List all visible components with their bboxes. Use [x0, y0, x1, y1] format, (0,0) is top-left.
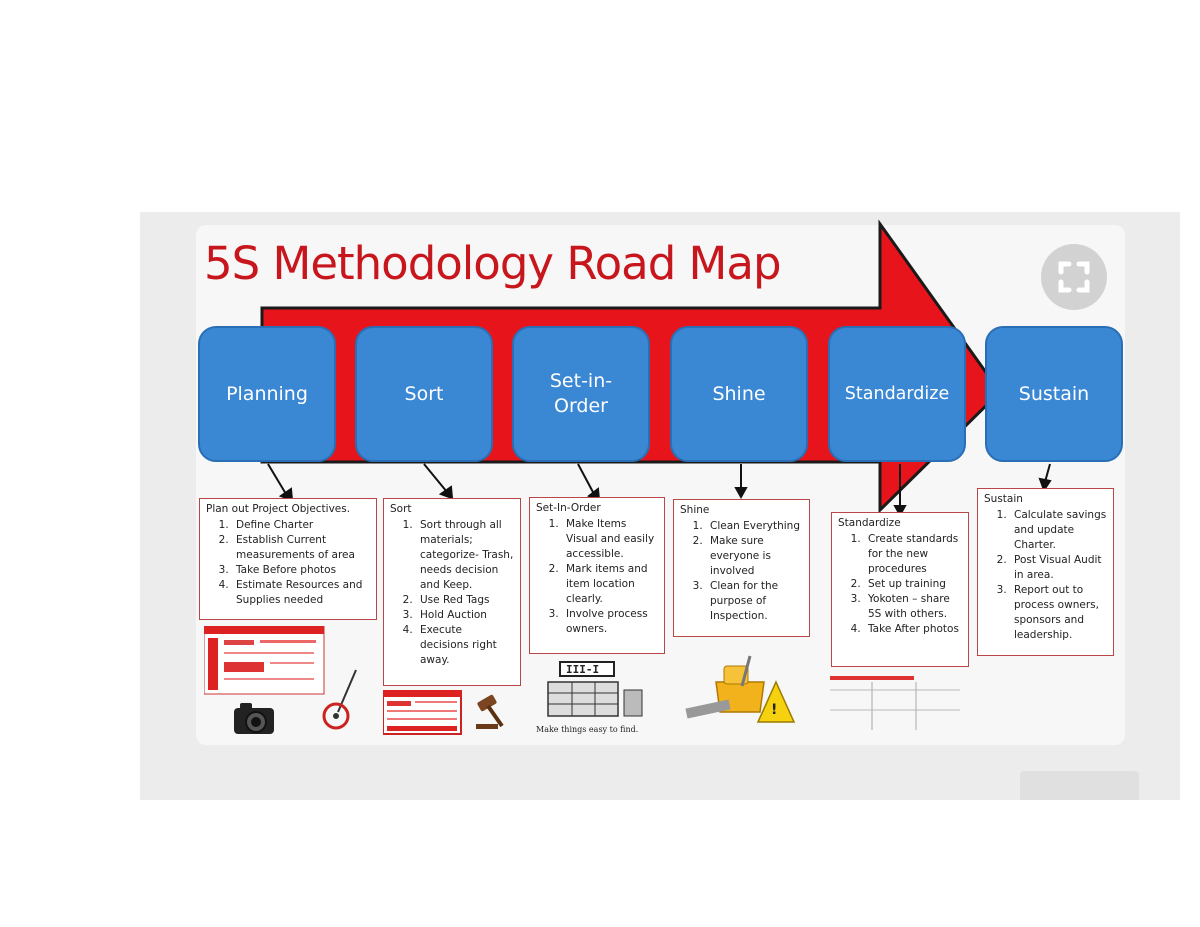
more-tab[interactable]	[1020, 771, 1139, 800]
list-item: Estimate Resources and Supplies needed	[232, 578, 370, 608]
list-item: Calculate savings and update Charter.	[1010, 508, 1107, 553]
box-heading: Set-In-Order	[536, 502, 601, 514]
red-tag-form-thumbnail	[383, 690, 462, 735]
charter-form-thumbnail	[204, 626, 325, 695]
list-item: Involve process owners.	[562, 607, 658, 637]
list-item: Execute decisions right away.	[416, 623, 514, 668]
list-item: Create standards for the new procedures	[864, 532, 962, 577]
box-planning: Plan out Project Objectives. Define Char…	[199, 498, 377, 620]
illustration-caption: Make things easy to find.	[536, 725, 639, 734]
box-sort: Sort Sort through all materials; categor…	[383, 498, 521, 686]
list-item: Hold Auction	[416, 608, 514, 623]
measuring-wheel-icon	[322, 669, 357, 730]
wet-floor-sign-icon: !	[756, 680, 796, 723]
step-sustain: Sustain	[985, 326, 1123, 462]
step-shine: Shine	[670, 326, 808, 462]
list-item: Clean Everything	[706, 519, 803, 534]
box-sustain: Sustain Calculate savings and update Cha…	[977, 488, 1114, 656]
list-item: Mark items and item location clearly.	[562, 562, 658, 607]
cleaning-supplies-icon	[685, 655, 765, 719]
list-item: Yokoten – share 5S with others.	[864, 592, 962, 622]
step-planning: Planning	[198, 326, 336, 462]
camera-icon	[234, 703, 274, 734]
list-item: Take After photos	[864, 622, 962, 637]
step-set-in-order: Set-in-Order	[512, 326, 650, 462]
box-heading: Plan out Project Objectives.	[206, 503, 351, 515]
list-item: Take Before photos	[232, 563, 370, 578]
box-list: Sort through all materials; categorize- …	[390, 518, 514, 668]
box-set-in-order: Set-In-Order Make Items Visual and easil…	[529, 497, 665, 654]
svg-text:III-I: III-I	[566, 663, 599, 676]
expand-icon[interactable]	[1041, 244, 1107, 310]
step-sort: Sort	[355, 326, 493, 462]
list-item: Make Items Visual and easily accessible.	[562, 517, 658, 562]
step-standardize: Standardize	[828, 326, 966, 462]
box-standardize: Standardize Create standards for the new…	[831, 512, 969, 667]
list-item: Report out to process owners, sponsors a…	[1010, 583, 1107, 643]
list-item: Define Charter	[232, 518, 370, 533]
gavel-icon	[476, 694, 504, 729]
after-photos-grid-thumbnail	[830, 676, 960, 730]
box-heading: Shine	[680, 504, 710, 516]
diagram-title: 5S Methodology Road Map	[204, 237, 782, 290]
list-item: Use Red Tags	[416, 593, 514, 608]
labeled-storage-bins-icon: III-I	[547, 661, 643, 717]
list-item: Sort through all materials; categorize- …	[416, 518, 514, 593]
list-item: Establish Current measurements of area	[232, 533, 370, 563]
box-list: Make Items Visual and easily accessible.…	[536, 517, 658, 637]
box-list: Clean Everything Make sure everyone is i…	[680, 519, 803, 624]
list-item: Make sure everyone is involved	[706, 534, 803, 579]
list-item: Post Visual Audit in area.	[1010, 553, 1107, 583]
list-item: Clean for the purpose of Inspection.	[706, 579, 803, 624]
box-heading: Sort	[390, 503, 412, 515]
list-item: Set up training	[864, 577, 962, 592]
box-heading: Sustain	[984, 493, 1023, 505]
box-list: Define Charter Establish Current measure…	[206, 518, 370, 608]
svg-text:!: !	[771, 702, 777, 718]
box-list: Create standards for the new procedures …	[838, 532, 962, 637]
box-list: Calculate savings and update Charter. Po…	[984, 508, 1107, 643]
box-heading: Standardize	[838, 517, 901, 529]
box-shine: Shine Clean Everything Make sure everyon…	[673, 499, 810, 637]
